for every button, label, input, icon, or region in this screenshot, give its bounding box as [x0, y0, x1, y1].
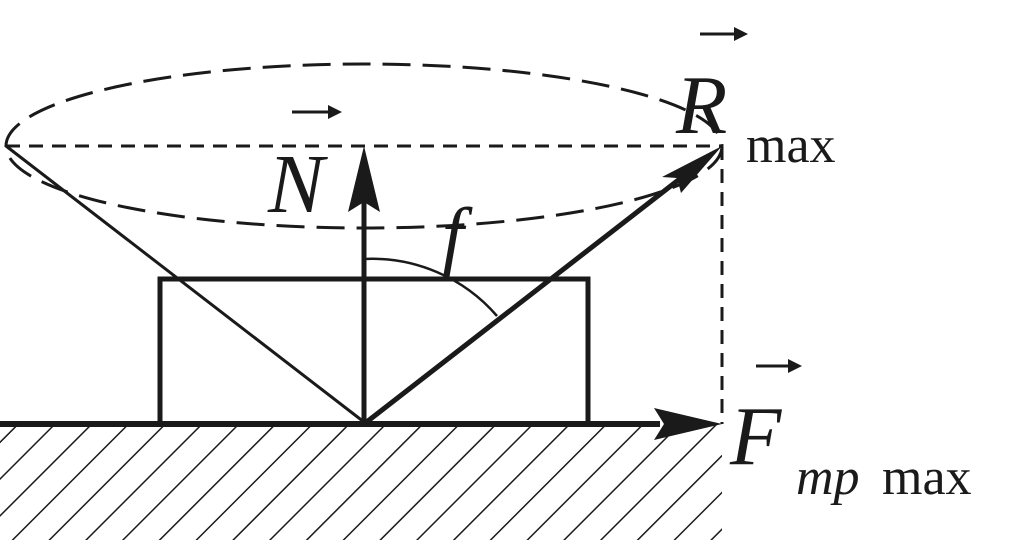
max-reaction-arrow [362, 169, 692, 426]
friction-force-arrowhead [654, 408, 722, 440]
friction-subscript-plain: max [882, 449, 972, 506]
friction-force-label: F [729, 390, 783, 483]
max-reaction-arrowhead [662, 146, 722, 193]
angle-label: f [442, 192, 473, 279]
friction-subscript-italic: тр [796, 449, 860, 506]
ground-hatching [0, 424, 722, 540]
max-reaction-vector-arrow-icon [700, 27, 748, 41]
max-reaction-subscript: max [746, 117, 836, 174]
normal-force-arrowhead [348, 146, 380, 212]
normal-force-vector-arrow-icon [292, 105, 342, 119]
cone-left-edge [5, 144, 365, 424]
max-reaction-label: R [675, 59, 727, 152]
normal-force-label: N [267, 138, 328, 231]
friction-force-vector-arrow-icon [756, 359, 802, 373]
angle-arc [363, 257, 498, 317]
